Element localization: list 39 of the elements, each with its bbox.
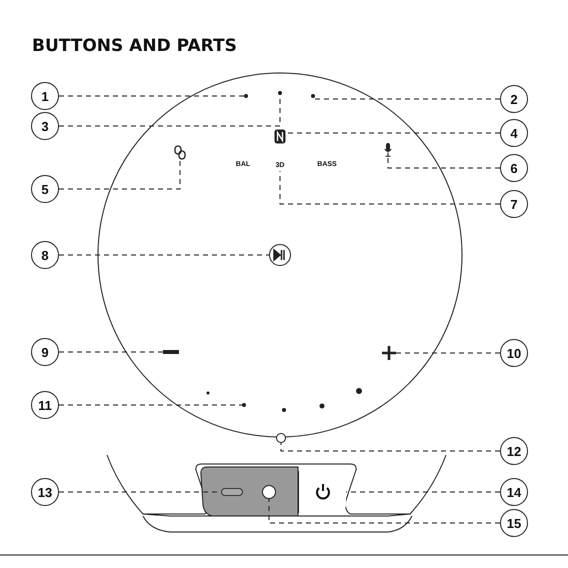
nfc-icon	[274, 128, 286, 144]
leader-line	[388, 156, 500, 168]
callout-number: 13	[31, 478, 59, 506]
callout-number: 1	[31, 82, 59, 110]
minus-icon	[163, 350, 179, 354]
callout-number: 6	[500, 154, 528, 182]
heading: BUTTONS AND PARTS	[32, 36, 237, 56]
plus-icon	[382, 346, 396, 360]
callout-number: 5	[31, 175, 59, 203]
microphone-icon	[384, 143, 392, 157]
leader-line	[396, 352, 500, 354]
sensor-circle	[276, 433, 286, 443]
callout-number: 15	[500, 509, 528, 537]
indicator-dot	[244, 94, 248, 98]
leader-line	[58, 159, 180, 190]
power-button	[298, 471, 346, 513]
leader-line	[280, 442, 500, 452]
play-pause-button	[269, 244, 291, 266]
leader-line	[286, 132, 500, 134]
usb-port	[221, 488, 243, 496]
callout-number: 10	[500, 339, 528, 367]
indicator-dot	[278, 91, 282, 95]
callout-number: 4	[500, 119, 528, 147]
callout-number: 14	[500, 478, 528, 506]
leader-line	[268, 498, 500, 524]
callout-number: 2	[500, 85, 528, 113]
callout-number: 3	[31, 112, 59, 140]
indicator-dot	[311, 94, 315, 98]
link-icon	[174, 144, 186, 160]
leader-line	[58, 254, 270, 256]
callout-number: 12	[500, 437, 528, 465]
callout-number: 8	[31, 241, 59, 269]
callout-number: 7	[500, 190, 528, 218]
leader-line	[280, 170, 500, 204]
callout-number: 11	[31, 391, 59, 419]
leader-line	[314, 98, 500, 100]
microphone-hole	[242, 403, 246, 407]
leader-line	[58, 404, 242, 406]
callout-number: 9	[31, 338, 59, 366]
